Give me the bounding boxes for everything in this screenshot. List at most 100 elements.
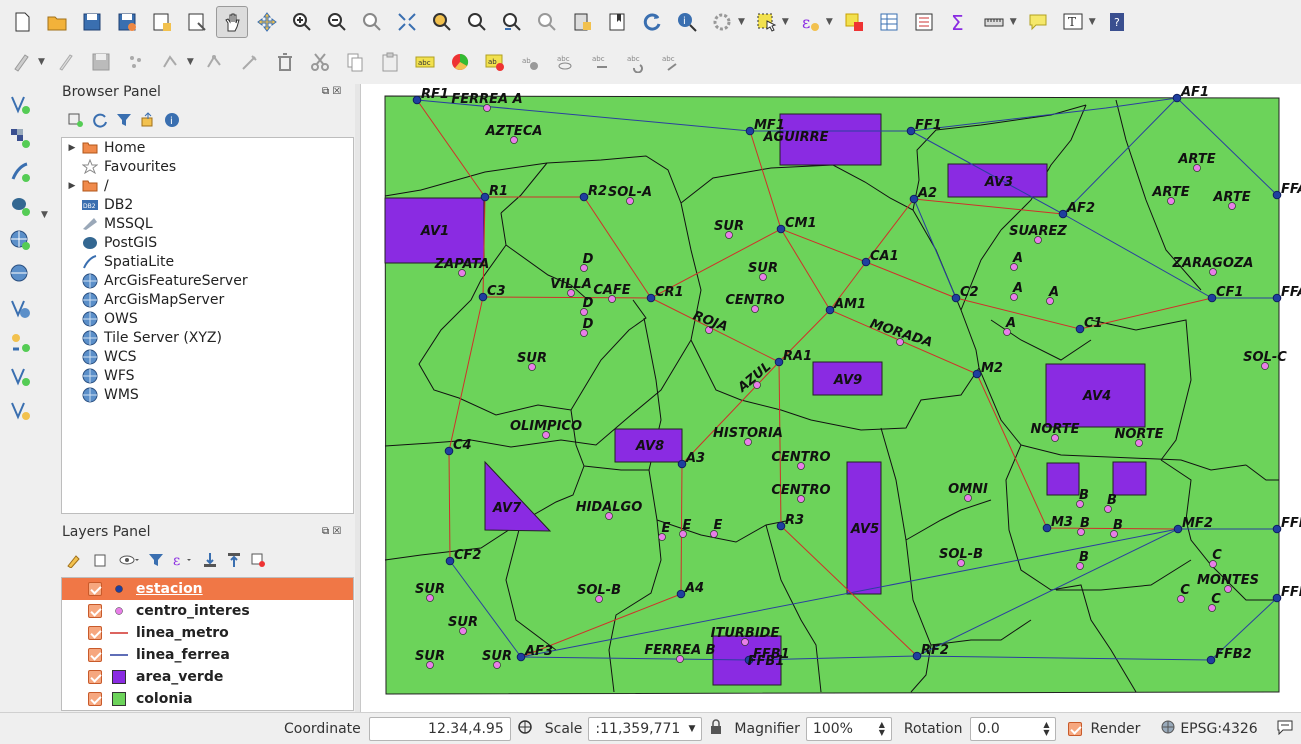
layer-visibility-checkbox[interactable] (88, 648, 102, 662)
float-panel-icon[interactable]: ⧉ ☒ (322, 86, 342, 97)
layer-visibility-checkbox[interactable] (88, 582, 102, 596)
rotation-spinbox[interactable]: 0.0▲▼ (970, 716, 1057, 741)
poi-point[interactable] (510, 136, 518, 144)
expand-arrow-icon[interactable]: ▶ (68, 142, 76, 153)
save-project-icon[interactable] (76, 6, 108, 38)
filter-legend-icon[interactable] (148, 552, 164, 572)
area-aguirre[interactable] (779, 113, 882, 166)
zoom-to-layer-icon[interactable] (461, 6, 493, 38)
current-edits-icon[interactable] (6, 46, 38, 78)
zoom-last-icon[interactable] (496, 6, 528, 38)
new-spatialite-layer-icon[interactable] (4, 360, 36, 392)
poi-point[interactable] (493, 661, 501, 669)
station-point[interactable] (744, 655, 754, 665)
poi-point[interactable] (1228, 202, 1236, 210)
poi-point[interactable] (1051, 434, 1059, 442)
poi-point[interactable] (751, 305, 759, 313)
poi-point[interactable] (744, 438, 752, 446)
poi-point[interactable] (1076, 500, 1084, 508)
add-raster-layer-icon[interactable] (4, 122, 36, 154)
area-av8[interactable] (614, 428, 683, 463)
pin-labels-icon[interactable]: ab (514, 46, 546, 78)
layer-row-estacion[interactable]: estacion (62, 578, 353, 600)
station-point[interactable] (480, 192, 490, 202)
open-project-icon[interactable] (41, 6, 73, 38)
info-icon[interactable]: i (164, 112, 180, 132)
poi-point[interactable] (1034, 236, 1042, 244)
add-group-icon[interactable] (92, 552, 110, 572)
render-checkbox[interactable] (1068, 721, 1083, 736)
poi-point[interactable] (1209, 560, 1217, 568)
actions-icon[interactable] (706, 6, 738, 38)
poi-point[interactable] (725, 231, 733, 239)
station-point[interactable] (677, 459, 687, 469)
help-icon[interactable]: ? (1101, 6, 1133, 38)
poi-point[interactable] (741, 638, 749, 646)
show-hide-labels-icon[interactable]: abc (549, 46, 581, 78)
station-point[interactable] (1042, 523, 1052, 533)
area-av7[interactable] (484, 460, 552, 532)
poi-point[interactable] (605, 512, 613, 520)
pan-to-selection-icon[interactable] (251, 6, 283, 38)
magnifier-spinbox[interactable]: 100%▲▼ (805, 716, 892, 741)
browser-item-spatialite[interactable]: SpatiaLite (62, 252, 353, 271)
collapse-all-icon[interactable] (140, 112, 156, 132)
station-point[interactable] (1206, 655, 1216, 665)
station-point[interactable] (1172, 93, 1182, 103)
poi-point[interactable] (1003, 328, 1011, 336)
delete-selected-icon[interactable] (269, 46, 301, 78)
poi-point[interactable] (705, 326, 713, 334)
poi-point[interactable] (580, 329, 588, 337)
browser-item-wfs[interactable]: WFS (62, 366, 353, 385)
browser-item-favourites[interactable]: Favourites (62, 157, 353, 176)
layer-visibility-checkbox[interactable] (88, 604, 102, 618)
change-label-icon[interactable]: abc (654, 46, 686, 78)
map-tips-icon[interactable] (1022, 6, 1054, 38)
filter-icon[interactable] (116, 112, 132, 132)
station-point[interactable] (1272, 190, 1282, 200)
poi-point[interactable] (797, 462, 805, 470)
poi-point[interactable] (1209, 268, 1217, 276)
modify-attributes-icon[interactable] (234, 46, 266, 78)
chevron-down-icon[interactable]: ▼ (41, 210, 48, 220)
deselect-icon[interactable] (838, 6, 870, 38)
vertex-tool-icon[interactable] (199, 46, 231, 78)
station-point[interactable] (444, 446, 454, 456)
layout-manager-icon[interactable] (181, 6, 213, 38)
poi-point[interactable] (595, 595, 603, 603)
add-vector-layer-icon[interactable] (4, 88, 36, 120)
browser-item-arcgisfeatureserver[interactable]: ArcGisFeatureServer (62, 271, 353, 290)
station-point[interactable] (579, 192, 589, 202)
station-point[interactable] (1173, 524, 1183, 534)
poi-point[interactable] (1104, 505, 1112, 513)
poi-point[interactable] (1010, 293, 1018, 301)
zoom-out-icon[interactable] (321, 6, 353, 38)
poi-point[interactable] (1224, 585, 1232, 593)
save-edits-icon[interactable] (85, 46, 117, 78)
area-b1[interactable] (1046, 462, 1080, 496)
layer-visibility-checkbox[interactable] (88, 626, 102, 640)
visibility-eye-icon[interactable] (118, 552, 140, 572)
poi-point[interactable] (1261, 362, 1269, 370)
poi-point[interactable] (1077, 528, 1085, 536)
browser-item-wms[interactable]: WMS (62, 385, 353, 404)
layer-labeling-icon[interactable]: abc (409, 46, 441, 78)
station-point[interactable] (912, 651, 922, 661)
station-point[interactable] (776, 521, 786, 531)
area-av5[interactable] (846, 461, 882, 595)
toggle-editing-icon[interactable] (50, 46, 82, 78)
measure-line-icon[interactable] (978, 6, 1010, 38)
layer-row-centro_interes[interactable]: centro_interes (62, 600, 353, 622)
chevron-down-icon[interactable]: ▼ (738, 17, 745, 27)
move-label-icon[interactable]: abc (584, 46, 616, 78)
poi-point[interactable] (957, 559, 965, 567)
add-wcs-layer-icon[interactable] (4, 258, 36, 290)
station-point[interactable] (1272, 524, 1282, 534)
station-point[interactable] (1058, 209, 1068, 219)
copy-features-icon[interactable] (339, 46, 371, 78)
layer-visibility-checkbox[interactable] (88, 692, 102, 706)
station-point[interactable] (745, 126, 755, 136)
collapse-all-icon[interactable] (226, 552, 242, 572)
poi-point[interactable] (580, 308, 588, 316)
